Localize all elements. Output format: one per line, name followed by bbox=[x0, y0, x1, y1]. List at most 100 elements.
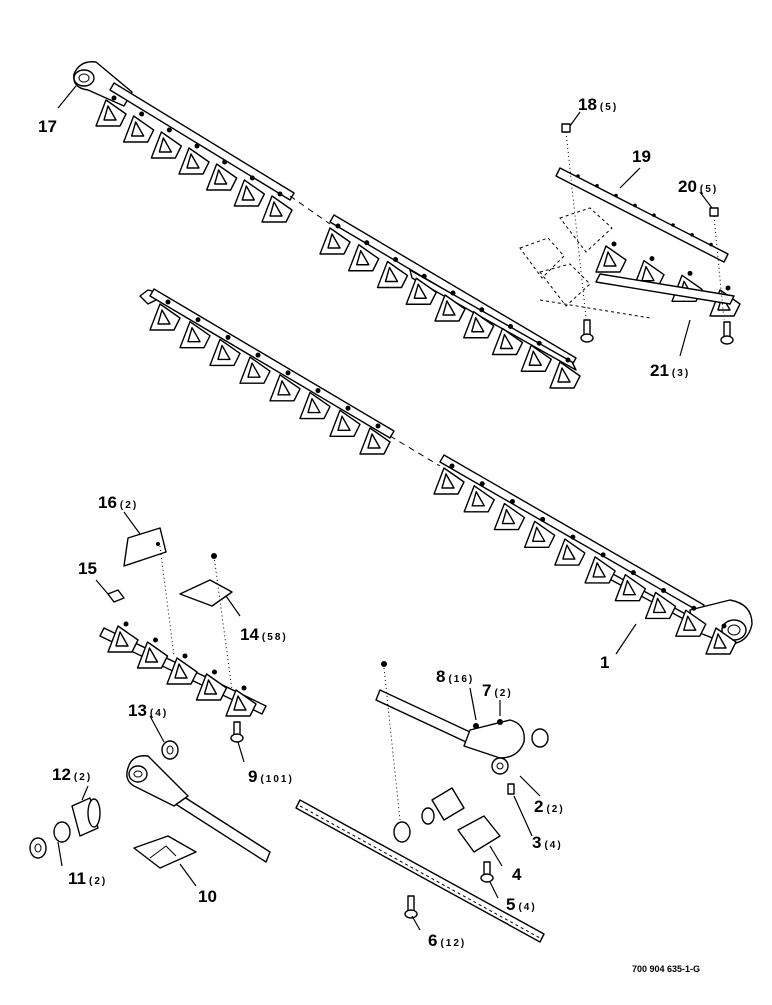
knife-section-detail bbox=[166, 657, 198, 685]
rivet bbox=[450, 290, 456, 296]
lower-sickle-assembly bbox=[139, 288, 753, 645]
break-line-middle bbox=[389, 435, 441, 467]
ghost-guards bbox=[519, 207, 613, 307]
knife-section bbox=[433, 467, 465, 495]
callout-16: 16(2) bbox=[98, 493, 138, 512]
knife-bar-middle-right bbox=[439, 454, 705, 613]
rivet bbox=[212, 669, 217, 675]
callout-quantity: (2) bbox=[74, 772, 92, 783]
nut-20 bbox=[709, 207, 719, 217]
leader-2 bbox=[519, 775, 541, 797]
knife-section bbox=[95, 99, 127, 127]
callout-number: 8 bbox=[436, 667, 445, 686]
rivet bbox=[479, 307, 485, 313]
knife-section bbox=[549, 361, 581, 389]
knife-section bbox=[520, 344, 552, 372]
knife-section bbox=[150, 131, 183, 159]
bar-hole bbox=[633, 203, 637, 208]
knife-bar-middle-left bbox=[149, 288, 395, 439]
callout-number: 7 bbox=[482, 681, 491, 700]
guard-section bbox=[595, 245, 627, 273]
knife-section bbox=[205, 163, 238, 191]
callout-quantity: (4) bbox=[544, 840, 562, 851]
knife-section bbox=[149, 303, 181, 331]
leader-20 bbox=[699, 191, 713, 209]
knife-section bbox=[614, 573, 647, 602]
rivet-path-right bbox=[383, 667, 401, 821]
callout-number: 2 bbox=[534, 797, 543, 816]
knife-section bbox=[269, 374, 301, 402]
bolt-lower-left bbox=[580, 319, 594, 343]
knife-section bbox=[233, 179, 266, 207]
figure-code: 700 904 635-1-G bbox=[632, 964, 700, 974]
knife-section bbox=[493, 502, 526, 531]
bar-hole bbox=[652, 213, 656, 217]
leader-1 bbox=[615, 623, 637, 655]
rivet-7 bbox=[497, 719, 503, 725]
bar-hole bbox=[709, 242, 713, 247]
rivet bbox=[345, 405, 351, 411]
rivet bbox=[421, 273, 427, 279]
callout-3: 3(4) bbox=[532, 833, 563, 852]
knife-section bbox=[584, 556, 616, 584]
leader-17 bbox=[57, 85, 77, 109]
knife-section bbox=[463, 311, 495, 339]
head-assembly-detail bbox=[295, 661, 549, 943]
knife-section bbox=[122, 115, 155, 143]
callout-19: 19 bbox=[632, 147, 651, 166]
rivet bbox=[123, 621, 129, 627]
rivet bbox=[661, 587, 667, 593]
washer-13 bbox=[161, 740, 179, 760]
rivet bbox=[225, 334, 231, 340]
rivet bbox=[165, 299, 171, 305]
rivet bbox=[153, 637, 158, 643]
ghost-bar bbox=[539, 299, 651, 319]
sickle-head-right-detail bbox=[463, 719, 525, 759]
guard-bar-holes bbox=[299, 805, 541, 939]
callout-17: 17 bbox=[38, 117, 57, 136]
callout-number: 20 bbox=[678, 177, 697, 196]
callout-quantity: (16) bbox=[448, 674, 474, 685]
knife-section bbox=[523, 520, 556, 549]
rivet bbox=[536, 340, 542, 346]
knife-section bbox=[705, 627, 737, 655]
washer-11 bbox=[29, 837, 47, 859]
bar-hole bbox=[690, 233, 694, 237]
callout-1: 1 bbox=[600, 653, 609, 672]
bolt-lower-right bbox=[720, 321, 734, 345]
callout-quantity: (2) bbox=[89, 876, 107, 887]
rivet bbox=[508, 324, 513, 329]
knife-section-detail bbox=[225, 689, 257, 717]
rivet-top bbox=[381, 661, 387, 667]
callout-number: 21 bbox=[650, 361, 669, 380]
callout-number: 9 bbox=[248, 767, 257, 786]
callout-11: 11(2) bbox=[68, 869, 107, 888]
rivet bbox=[449, 463, 455, 469]
rivet bbox=[721, 623, 727, 629]
rivet bbox=[479, 481, 485, 487]
callout-quantity: (2) bbox=[546, 804, 564, 815]
knife-section bbox=[675, 609, 707, 637]
callout-9: 9(101) bbox=[248, 767, 294, 786]
bar-hole bbox=[671, 223, 675, 227]
callout-number: 14 bbox=[240, 625, 259, 644]
callout-5: 5(4) bbox=[506, 895, 537, 914]
knife-sections-upper bbox=[95, 95, 581, 389]
leader-11 bbox=[57, 841, 63, 867]
knife-section bbox=[554, 538, 586, 566]
callout-quantity: (3) bbox=[672, 368, 690, 379]
sickle-head-upper bbox=[73, 61, 133, 107]
guard-plate-detail bbox=[519, 123, 741, 345]
rivet-8 bbox=[473, 723, 479, 729]
bar-hole bbox=[614, 193, 618, 198]
leader-4 bbox=[489, 845, 503, 867]
callout-number: 6 bbox=[428, 931, 437, 950]
rivet bbox=[249, 175, 255, 181]
knife-section bbox=[644, 591, 677, 620]
rivet bbox=[195, 317, 201, 323]
callout-8: 8(16) bbox=[436, 667, 474, 686]
knife-sections-middle bbox=[149, 299, 737, 655]
section-10 bbox=[133, 835, 197, 869]
callout-number: 10 bbox=[198, 887, 217, 906]
